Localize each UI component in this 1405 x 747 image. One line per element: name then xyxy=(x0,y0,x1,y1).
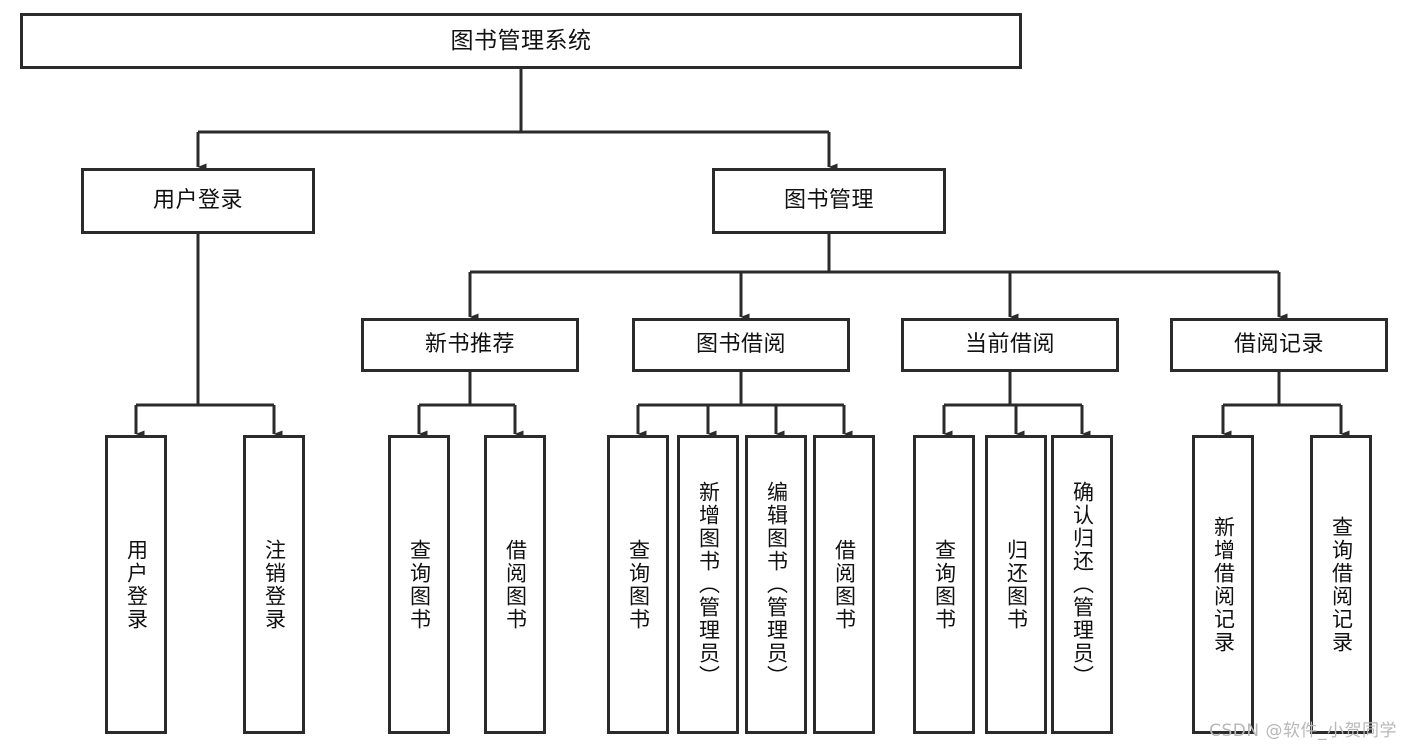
node-label-leaf-borrow-book-1: 借阅图书 xyxy=(503,538,528,631)
node-label-leaf-add-book: 新增图书（管理员） xyxy=(696,481,721,688)
node-label-leaf-user-login: 用户登录 xyxy=(124,538,149,631)
node-label-leaf-logout: 注销登录 xyxy=(262,538,287,631)
node-leaf-user-login[interactable]: 用户登录 xyxy=(105,435,167,734)
node-label-leaf-query-book-1: 查询图书 xyxy=(407,538,432,631)
node-label-leaf-edit-book: 编辑图书（管理员） xyxy=(764,481,789,688)
node-label-root: 图书管理系统 xyxy=(450,27,592,54)
node-leaf-query-book-1[interactable]: 查询图书 xyxy=(388,435,450,734)
node-current-borrow[interactable]: 当前借阅 xyxy=(901,318,1119,372)
node-leaf-query-book-2[interactable]: 查询图书 xyxy=(607,435,669,734)
node-leaf-query-record[interactable]: 查询借阅记录 xyxy=(1310,435,1372,734)
node-label-leaf-return-book: 归还图书 xyxy=(1004,538,1029,631)
node-label-book-manage: 图书管理 xyxy=(783,188,874,214)
node-label-user-login: 用户登录 xyxy=(152,188,243,214)
node-label-borrow-record: 借阅记录 xyxy=(1233,332,1324,358)
node-label-leaf-query-book-3: 查询图书 xyxy=(932,538,957,631)
node-leaf-confirm-return[interactable]: 确认归还（管理员） xyxy=(1051,435,1113,734)
node-label-leaf-add-record: 新增借阅记录 xyxy=(1211,515,1236,654)
node-book-manage[interactable]: 图书管理 xyxy=(712,168,946,234)
node-leaf-query-book-3[interactable]: 查询图书 xyxy=(913,435,975,734)
node-user-login[interactable]: 用户登录 xyxy=(81,168,315,234)
node-leaf-add-record[interactable]: 新增借阅记录 xyxy=(1192,435,1254,734)
node-leaf-logout[interactable]: 注销登录 xyxy=(243,435,305,734)
node-label-leaf-borrow-book-2: 借阅图书 xyxy=(832,538,857,631)
node-leaf-edit-book[interactable]: 编辑图书（管理员） xyxy=(745,435,807,734)
node-label-leaf-query-book-2: 查询图书 xyxy=(626,538,651,631)
node-root[interactable]: 图书管理系统 xyxy=(20,13,1022,69)
node-book-borrow[interactable]: 图书借阅 xyxy=(632,318,850,372)
node-leaf-borrow-book-1[interactable]: 借阅图书 xyxy=(484,435,546,734)
node-borrow-record[interactable]: 借阅记录 xyxy=(1170,318,1388,372)
node-label-current-borrow: 当前借阅 xyxy=(964,332,1055,358)
node-label-new-book-recommend: 新书推荐 xyxy=(424,332,515,358)
node-leaf-add-book[interactable]: 新增图书（管理员） xyxy=(677,435,739,734)
watermark-text: CSDN @软件_小贺同学 xyxy=(1209,721,1397,741)
node-label-leaf-query-record: 查询借阅记录 xyxy=(1329,515,1354,654)
node-label-leaf-confirm-return: 确认归还（管理员） xyxy=(1070,481,1095,688)
node-new-book-recommend[interactable]: 新书推荐 xyxy=(361,318,579,372)
node-leaf-return-book[interactable]: 归还图书 xyxy=(985,435,1047,734)
node-label-book-borrow: 图书借阅 xyxy=(695,332,786,358)
node-leaf-borrow-book-2[interactable]: 借阅图书 xyxy=(813,435,875,734)
